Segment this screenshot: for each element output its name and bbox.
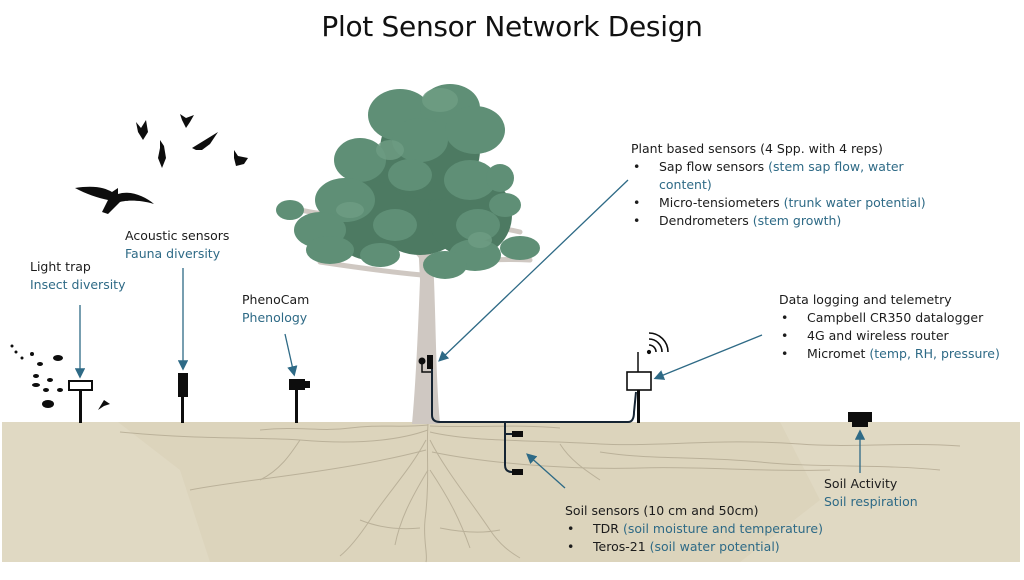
label-light-trap: Light trap Insect diversity <box>30 258 125 294</box>
arrow-plant-sensors <box>438 179 629 362</box>
wireless-signal-icon <box>646 332 669 355</box>
soil-sensor-50cm <box>512 469 523 475</box>
arrow-soil-sensors <box>526 453 566 489</box>
label-soil-sensors: Soil sensors (10 cm and 50cm) TDR (soil … <box>565 502 823 556</box>
soil-sensor-10cm <box>512 431 523 437</box>
pointer-arrows <box>74 179 866 489</box>
list-item: Micromet (temp, RH, pressure) <box>779 345 1000 363</box>
bird-flock-icon <box>75 114 248 214</box>
acoustic-sensor <box>178 373 188 423</box>
datalogging-list: Campbell CR350 datalogger 4G and wireles… <box>779 309 1000 363</box>
list-item: Dendrometers (stem growth) <box>631 212 926 230</box>
arrow-datalogger <box>653 334 763 380</box>
acoustic-heading: Acoustic sensors <box>125 228 230 243</box>
list-item: Campbell CR350 datalogger <box>779 309 1000 327</box>
arrow-phenocam <box>284 333 298 377</box>
soil-sensor-cable <box>504 422 513 473</box>
phenocam-heading: PhenoCam <box>242 292 310 307</box>
light-trap-sensor <box>68 380 93 423</box>
plant-heading: Plant based sensors (4 Spp. with 4 reps) <box>631 141 883 156</box>
datalogging-heading: Data logging and telemetry <box>779 292 952 307</box>
label-acoustic-sensors: Acoustic sensors Fauna diversity <box>125 227 229 263</box>
label-phenocam: PhenoCam Phenology <box>242 291 309 327</box>
list-item: TDR (soil moisture and temperature) <box>565 520 823 538</box>
phenocam-sensor <box>289 379 310 423</box>
soil-sensors-heading: Soil sensors (10 cm and 50cm) <box>565 503 759 518</box>
page-title: Plot Sensor Network Design <box>321 10 703 43</box>
acoustic-detail: Fauna diversity <box>125 246 221 261</box>
insect-swarm-icon <box>10 344 110 410</box>
soil-respiration-chamber <box>848 412 872 427</box>
list-item: Micro-tensiometers (trunk water potentia… <box>631 194 926 212</box>
list-item: Sap flow sensors (stem sap flow, water c… <box>631 158 926 194</box>
datalogger-station <box>626 352 652 423</box>
label-soil-activity: Soil Activity Soil respiration <box>824 475 918 511</box>
list-item: Teros-21 (soil water potential) <box>565 538 823 556</box>
label-data-logging: Data logging and telemetry Campbell CR35… <box>779 291 1000 363</box>
phenocam-detail: Phenology <box>242 310 308 325</box>
root-system <box>119 423 961 563</box>
soil-activity-heading: Soil Activity <box>824 476 898 491</box>
soil-activity-detail: Soil respiration <box>824 494 918 509</box>
tree-canopy <box>276 84 540 279</box>
sensor-cable <box>431 369 637 423</box>
list-item: 4G and wireless router <box>779 327 1000 345</box>
plant-sensor-list: Sap flow sensors (stem sap flow, water c… <box>631 158 926 230</box>
tree-mounted-sensors <box>418 355 433 373</box>
tree <box>276 84 540 424</box>
light-trap-heading: Light trap <box>30 259 91 274</box>
soil-sensor-list: TDR (soil moisture and temperature) Tero… <box>565 520 823 556</box>
light-trap-detail: Insect diversity <box>30 277 126 292</box>
label-plant-sensors: Plant based sensors (4 Spp. with 4 reps)… <box>631 140 926 230</box>
